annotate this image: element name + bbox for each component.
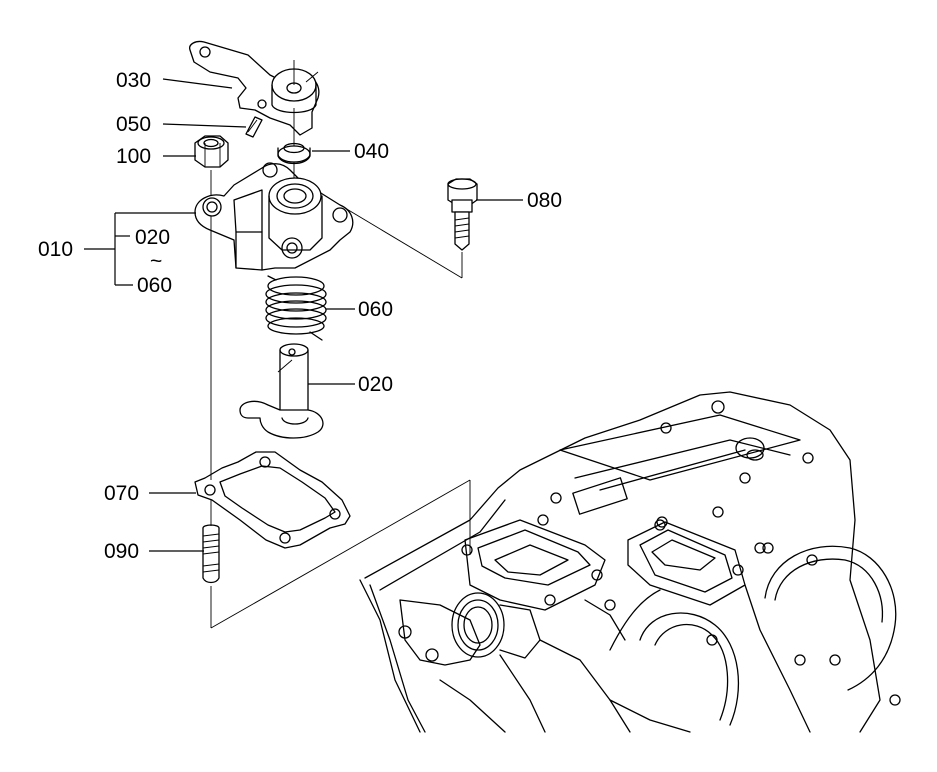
governor-housing-drawing — [194, 162, 354, 271]
seal-040-drawing — [277, 142, 311, 165]
engine-block-drawing — [359, 391, 901, 733]
callout-080: 080 — [527, 189, 562, 212]
callout-060-range-end: 060 — [137, 274, 172, 297]
callout-labels: 030 050 100 040 080 010 020 ~ 060 060 02… — [38, 69, 562, 563]
callout-range-tilde: ~ — [150, 250, 162, 273]
callout-010: 010 — [38, 238, 73, 261]
callout-020: 020 — [358, 373, 393, 396]
spring-060-drawing — [265, 275, 327, 341]
pin-050-drawing — [245, 116, 263, 138]
lever-030-drawing — [189, 40, 320, 136]
callout-030: 030 — [116, 69, 151, 92]
callout-090: 090 — [104, 540, 139, 563]
stud-090-drawing — [202, 524, 220, 584]
shaft-020-drawing — [239, 343, 324, 439]
callout-060: 060 — [358, 298, 393, 321]
assembly-lines — [210, 108, 471, 629]
callout-040: 040 — [354, 140, 389, 163]
bolt-080-drawing — [447, 178, 478, 251]
callout-070: 070 — [104, 482, 139, 505]
nut-100-drawing — [194, 135, 229, 168]
callout-050: 050 — [116, 113, 151, 136]
callout-020-range-start: 020 — [135, 226, 170, 249]
gasket-070-drawing — [194, 451, 351, 549]
callout-leaders — [84, 78, 523, 552]
callout-100: 100 — [116, 145, 151, 168]
